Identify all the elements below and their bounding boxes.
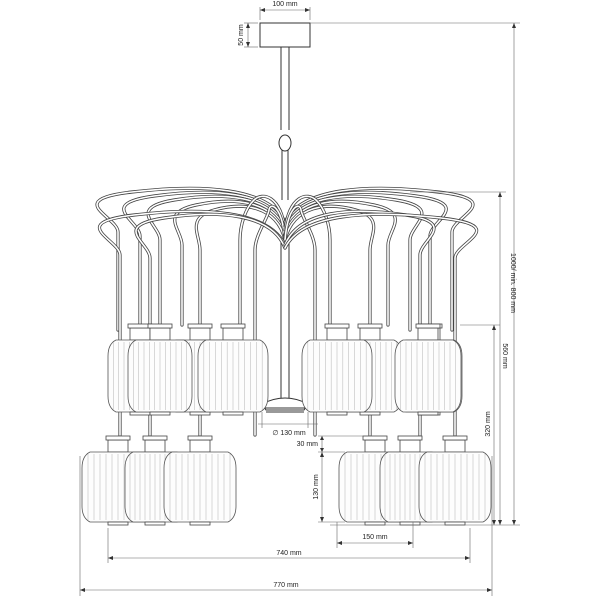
lamp-shade [127,323,193,416]
lower-height-label: 320 mm [485,411,492,436]
arm [283,204,317,437]
arm [253,204,287,437]
arm [283,194,424,332]
shades-group [81,323,492,526]
canopy-and-rod [248,22,322,413]
socket-height-label: 30 mm [297,441,319,448]
arm [283,190,448,332]
inner-width-label: 740 mm [276,550,301,557]
lamp-shade [163,435,237,526]
arm [122,190,287,332]
arm [283,194,332,327]
lamp-shade [394,323,462,416]
total-height-label: 1000/ min. 800 mm [509,253,516,313]
center-diameter-label: ∅ 130 mm [272,430,305,437]
shade-width-label: 150 mm [362,534,387,541]
canopy [259,22,311,48]
canopy-height-label: 50 mm [238,24,245,46]
center-body [261,397,309,411]
dimension-labels: 100 mm 50 mm 1000/ min. 800 mm 560 mm 32… [238,1,516,589]
arm [173,199,287,327]
rod-knob [278,134,292,152]
dimension-lines [79,7,520,596]
arm [194,204,287,437]
arm [146,194,287,332]
arm [283,212,479,437]
lamp-shade [418,435,492,526]
lamp-shade [197,323,269,416]
canopy-width-label: 100 mm [272,1,297,8]
arm [238,194,287,327]
lamp-shade [301,323,373,416]
shade-height-label: 130 mm [313,474,320,499]
overall-width-label: 770 mm [273,582,298,589]
arms-group [95,186,479,437]
body-height-label: 560 mm [501,343,508,368]
arm [134,212,287,437]
arm [283,199,397,327]
